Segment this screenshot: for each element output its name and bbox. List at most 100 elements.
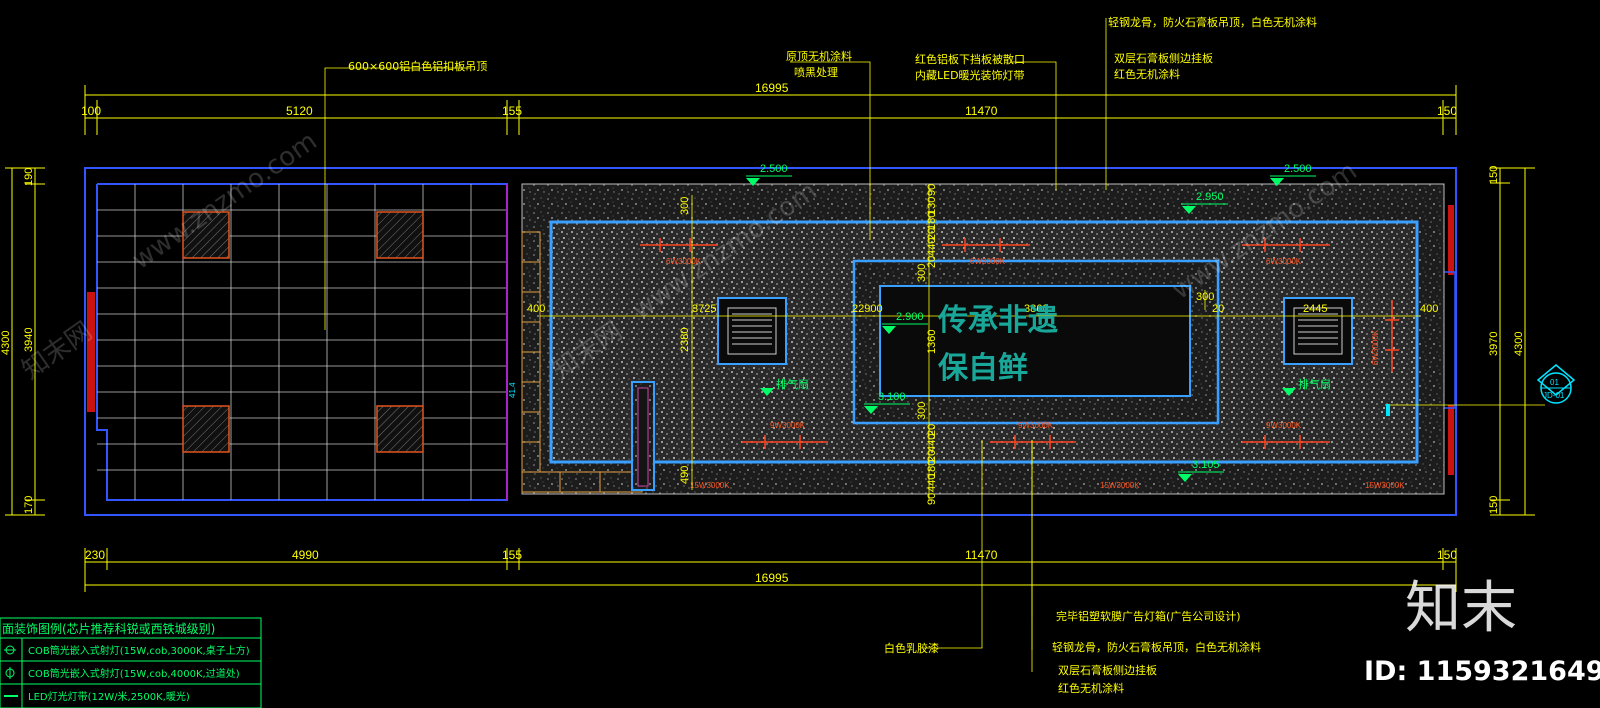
dim-col-top-1: 90 xyxy=(926,184,938,196)
lamp-label-8: 15W3000K xyxy=(690,481,730,490)
legend-title: 面装饰图例(芯片推荐科锐或西铁城级别) xyxy=(2,622,215,636)
level-markers xyxy=(746,178,1296,482)
section-marker-top: 01 xyxy=(1550,378,1559,387)
level-1: 2.500 xyxy=(760,163,788,175)
dim-right-3: 150 xyxy=(1488,496,1500,514)
lamp-label-4: 6W3000K xyxy=(1371,329,1380,365)
dim-right-2: 3970 xyxy=(1488,332,1500,356)
dim-col-top-5: 440 xyxy=(926,238,938,256)
bottom-note-4: 白色乳胶漆 xyxy=(884,641,939,655)
dim-col-bottom-6: 90 xyxy=(926,493,938,505)
dim-inner-span-left: 3725 xyxy=(692,303,716,315)
dim-bottom-2: 4990 xyxy=(292,548,319,562)
bottom-note-1: 完毕铝塑软膜广告灯箱(广告公司设计) xyxy=(1056,609,1241,623)
dim-inner-small-top: 300 xyxy=(679,197,691,215)
dim-top-4: 11470 xyxy=(965,104,998,118)
note-a-line2: 喷黑处理 xyxy=(794,66,838,79)
section-marker-bottom: JD-01 xyxy=(1543,391,1565,400)
track-lights xyxy=(640,238,1399,449)
dim-col-top-6: 20 xyxy=(926,256,938,268)
dim-left-3: 170 xyxy=(23,496,35,514)
note-b-line1: 红色铝板下挡板被散口 xyxy=(915,52,1025,66)
right-red-panel-bottom xyxy=(1448,405,1454,475)
level-5: 3.100 xyxy=(878,391,906,403)
bottom-note-3-line2: 红色无机涂料 xyxy=(1058,681,1124,695)
dim-inner-left-offset: 400 xyxy=(527,303,545,315)
dim-top-1: 100 xyxy=(81,104,101,118)
dim-top-total: 16995 xyxy=(755,81,789,95)
dim-inner-height-center: 1360 xyxy=(926,330,938,354)
wall-strip-label: 41.4 xyxy=(508,382,517,398)
dim-left-1: 190 xyxy=(23,168,35,186)
dim-bottom-5: 150 xyxy=(1437,548,1457,562)
lamp-label-9: 15W3000K xyxy=(1100,481,1140,490)
center-light-box xyxy=(879,285,1191,397)
lamp-label-3: 6W3000K xyxy=(1266,257,1302,266)
dim-bottom-4: 11470 xyxy=(965,548,998,562)
dim-inner-mid-top: 300 xyxy=(916,264,928,282)
dim-col-top-3: 180 xyxy=(926,212,938,230)
left-red-door xyxy=(87,292,95,412)
level-marker-lines xyxy=(746,175,1316,473)
level-6: 3.105 xyxy=(1192,459,1220,471)
dim-col-top-2: 130 xyxy=(926,197,938,215)
dim-inner-height-left: 2380 xyxy=(679,328,691,352)
left-dimension-lines xyxy=(5,167,45,516)
bottom-note-2: 轻钢龙骨，防火石膏板吊顶，白色无机涂料 xyxy=(1052,640,1261,654)
note-ceiling-grid: 600×600铝白色铝扣板吊顶 xyxy=(348,59,487,73)
exhaust-fan-left xyxy=(717,297,787,365)
note-d-line2: 红色无机涂料 xyxy=(1114,67,1180,81)
dim-col-bottom-1: 20 xyxy=(926,424,938,436)
note-b-line2: 内藏LED暖光装饰灯带 xyxy=(915,68,1025,82)
level-3: 2.950 xyxy=(1196,191,1224,203)
legend xyxy=(0,617,262,708)
legend-row-3: LED灯光灯带(12W/米,2500K,暖光) xyxy=(28,690,190,703)
dim-right-total: 4300 xyxy=(1513,332,1525,356)
legend-row-1: COB筒光嵌入式射灯(15W,cob,3000K,桌子上方) xyxy=(28,644,250,657)
section-marker xyxy=(1386,364,1576,416)
note-c: 轻钢龙骨，防火石膏板吊顶，白色无机涂料 xyxy=(1108,15,1317,29)
column-notch-core xyxy=(637,387,649,487)
inner-dimension-lines xyxy=(540,184,1420,500)
fan-label-left: 排气扇 xyxy=(776,377,809,391)
dim-col-bottom-4: 180 xyxy=(926,460,938,478)
dim-col-bottom-3: 20 xyxy=(926,450,938,462)
note-a-line1: 原顶无机涂料 xyxy=(786,49,852,63)
dim-bottom-1: 230 xyxy=(85,548,105,562)
lamp-label-5: 9W3000K xyxy=(770,421,806,430)
watermark-id: ID: 1159321649 xyxy=(1364,656,1600,687)
dim-left-total: 4300 xyxy=(0,331,12,355)
dim-col-bottom-5: 440 xyxy=(926,474,938,492)
lamp-label-2: 6W3000K xyxy=(970,257,1006,266)
top-dimension-lines xyxy=(84,85,1457,135)
center-text-2: 保自鲜 xyxy=(938,351,1028,386)
bottom-dimension-lines xyxy=(84,548,1457,592)
dim-inner-span-right-small2: 20 xyxy=(1212,303,1224,315)
dim-inner-span-right: 2445 xyxy=(1303,303,1327,315)
right-window xyxy=(1442,271,1456,409)
legend-row-2: COB筒光嵌入式射灯(15W,cob,4000K,过道处) xyxy=(28,667,240,680)
dim-col-top-4: 20 xyxy=(926,228,938,240)
dim-inner-span-center: 3860 xyxy=(1024,303,1048,315)
dim-inner-span-mid: 22900 xyxy=(852,303,883,315)
right-red-panel-top xyxy=(1448,205,1454,275)
level-2: 2.500 xyxy=(1284,163,1312,175)
level-4: 2.900 xyxy=(896,311,924,323)
dim-bottom-total: 16995 xyxy=(755,571,789,585)
dim-col-bottom-2: 440 xyxy=(926,434,938,452)
lamp-label-6: 9W3000K xyxy=(1018,421,1054,430)
lamp-label-7: 9W3000K xyxy=(1266,421,1302,430)
bottom-note-3-line1: 双层石膏板侧边挂板 xyxy=(1058,663,1157,677)
ceiling-grid xyxy=(97,184,507,500)
fan-label-right: 排气扇 xyxy=(1298,377,1331,391)
dim-top-5: 150 xyxy=(1437,104,1457,118)
dim-top-2: 5120 xyxy=(286,104,313,118)
lamp-label-10: 15W3000K xyxy=(1365,481,1405,490)
center-text: 传承非遗 xyxy=(937,303,1058,338)
dim-top-3: 155 xyxy=(502,104,522,118)
exhaust-fan-right xyxy=(1283,297,1353,365)
dim-inner-mid-bottom: 300 xyxy=(916,402,928,420)
leader-lines xyxy=(324,18,1545,672)
dim-left-2: 3940 xyxy=(23,328,35,352)
dim-inner-small-bottom: 490 xyxy=(679,466,691,484)
